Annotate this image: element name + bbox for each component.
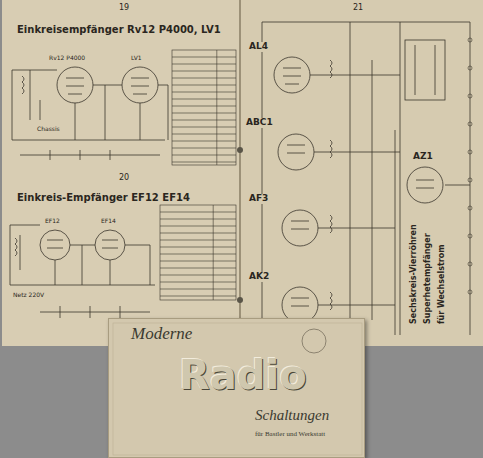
table-rule — [160, 268, 236, 269]
table-rule — [172, 155, 236, 156]
schematic-label: EF12 — [44, 218, 61, 225]
cover-text: Moderne — [131, 325, 192, 344]
table-rule — [172, 71, 236, 72]
table-rule — [160, 296, 236, 297]
table-rule — [172, 113, 236, 114]
terminal — [468, 122, 472, 126]
table-rule — [172, 106, 236, 107]
table-rule — [172, 120, 236, 121]
table-rule — [172, 162, 236, 163]
schematic-label: Chassis — [36, 126, 61, 133]
schematic-label: 20 — [118, 174, 130, 183]
rotated-caption: für Wechselstrom — [438, 243, 447, 325]
schematic-label: Netz 220V — [12, 292, 45, 299]
terminal — [468, 262, 472, 266]
terminal — [468, 150, 472, 154]
cover-text: für Bastler und Werkstatt — [255, 431, 325, 439]
table-rule — [160, 240, 236, 241]
schematic-bottom-left — [10, 225, 155, 318]
table-rule — [160, 233, 236, 234]
table-rule — [172, 141, 236, 142]
binding-hole — [237, 297, 243, 303]
schematic-label: EF14 — [100, 218, 117, 225]
tube-or-title-label: AK2 — [248, 272, 270, 282]
terminal — [468, 290, 472, 294]
schematic-right — [262, 22, 470, 335]
terminal — [468, 206, 472, 210]
tube-or-title-label: AF3 — [248, 194, 269, 204]
cover-card: ModerneRadioSchaltungen für Bastler und W… — [108, 318, 365, 458]
table-rule — [172, 85, 236, 86]
tube-or-title-label: Einkreis-Empfänger EF12 EF14 — [16, 192, 191, 203]
schematic-label: 21 — [352, 4, 364, 13]
table-rule — [160, 282, 236, 283]
wear-edge — [113, 323, 362, 455]
tube-or-title-label: Einkreisempfänger Rv12 P4000, LV1 — [16, 24, 222, 35]
table-rule — [160, 226, 236, 227]
left-page — [2, 0, 240, 346]
table-rule — [160, 275, 236, 276]
table-rule — [172, 57, 236, 58]
terminal — [468, 38, 472, 42]
schematic-top-left — [12, 67, 168, 160]
table-rule — [172, 127, 236, 128]
table-rule — [160, 212, 236, 213]
table-rule — [160, 254, 236, 255]
tube-or-title-label: AL4 — [248, 42, 269, 52]
cover-title: Radio — [179, 353, 307, 397]
rotated-caption: Sechskreis-Vierröhren — [410, 223, 419, 325]
table-rule — [172, 64, 236, 65]
table-frame — [172, 50, 236, 165]
table-rule — [172, 134, 236, 135]
table-rule — [172, 78, 236, 79]
schematic-label: LV1 — [130, 55, 143, 62]
terminal — [468, 94, 472, 98]
table-rule — [172, 92, 236, 93]
table-rule — [160, 247, 236, 248]
binding-hole — [237, 147, 243, 153]
table-rule — [160, 289, 236, 290]
cover-text: Schaltungen — [255, 407, 329, 424]
schematic-label: 19 — [118, 4, 130, 13]
table-rule — [172, 99, 236, 100]
table-rule — [160, 261, 236, 262]
schematic-label: Rv12 P4000 — [48, 55, 86, 62]
table-frame — [160, 205, 236, 300]
terminal — [468, 178, 472, 182]
terminal — [468, 66, 472, 70]
tube-or-title-label: ABC1 — [245, 118, 274, 128]
table-rule — [160, 219, 236, 220]
right-page — [240, 0, 483, 346]
table-rule — [172, 148, 236, 149]
terminal — [468, 234, 472, 238]
page-fold — [239, 0, 241, 346]
rotated-caption: Superhetempfänger — [424, 232, 433, 325]
tube-or-title-label: AZ1 — [412, 152, 434, 162]
stamp-circle — [302, 329, 326, 353]
